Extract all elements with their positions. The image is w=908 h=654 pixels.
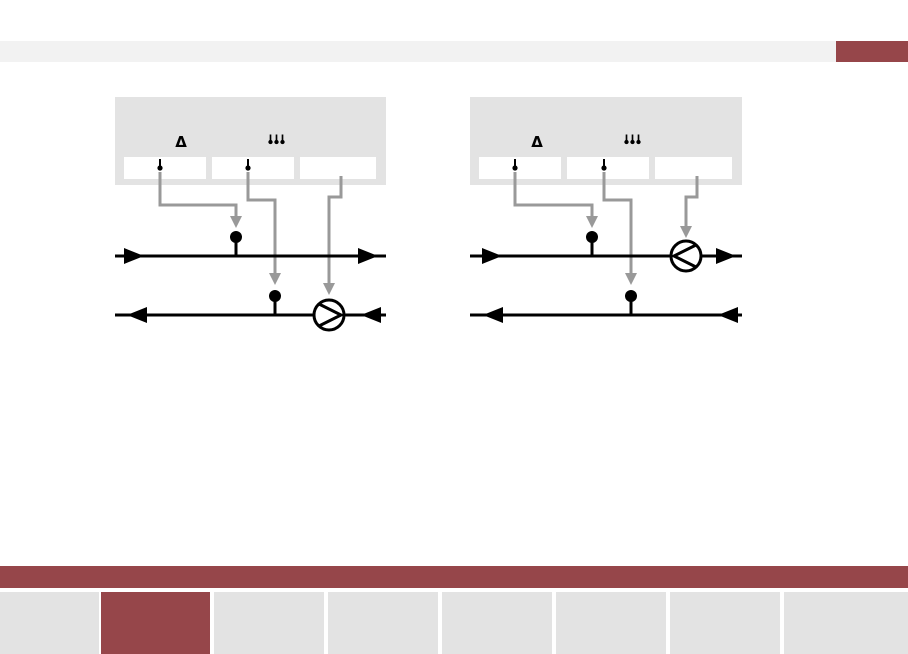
flow-arrow-right-4 <box>718 307 738 323</box>
flow-arrow-left-4 <box>361 307 381 323</box>
return-sensor-right <box>625 290 637 302</box>
pump-icon-left <box>312 298 346 332</box>
signal-arrow-right-1 <box>586 216 598 228</box>
nav-tab-1[interactable] <box>0 592 99 654</box>
controller-slot-1-left <box>124 157 206 179</box>
signal-lines-right <box>513 172 699 276</box>
nav-tab-5[interactable] <box>442 592 552 654</box>
return-sensor-left <box>269 290 281 302</box>
diagram-right: Δ <box>470 97 742 323</box>
supply-sensor-right <box>586 231 598 243</box>
nav-tab-8[interactable] <box>784 592 908 654</box>
hydraulic-diagrams: Δ <box>115 97 742 332</box>
signal-arrow-left-1 <box>230 216 242 228</box>
signal-arrow-left-2 <box>269 273 281 285</box>
signal-arrow-left-3 <box>323 283 335 295</box>
nav-tab-3[interactable] <box>214 592 324 654</box>
signal-arrow-right-2 <box>625 273 637 285</box>
nav-tab-2-active[interactable] <box>101 592 210 654</box>
nav-tab-7[interactable] <box>670 592 780 654</box>
flow-arrow-left-1 <box>124 248 144 264</box>
flow-arrow-right-1 <box>482 248 502 264</box>
flow-arrow-left-2 <box>358 248 378 264</box>
diagram-left: Δ <box>115 97 386 332</box>
nav-tab-6[interactable] <box>556 592 666 654</box>
top-bar <box>0 41 836 62</box>
signal-lines-left <box>158 172 343 286</box>
controller-slot-3-left <box>300 157 376 179</box>
delta-symbol-left: Δ <box>175 133 187 151</box>
bottom-accent-stripe <box>0 566 908 588</box>
signal-arrow-right-3 <box>680 226 692 238</box>
dual-thermometer-icon-left <box>268 134 285 145</box>
pump-icon-right <box>669 239 703 273</box>
flow-arrow-right-2 <box>716 248 736 264</box>
controller-slot-3-right <box>655 157 732 179</box>
delta-symbol-right: Δ <box>531 133 543 151</box>
controller-slot-2-right <box>567 157 649 179</box>
controller-slot-1-right <box>479 157 561 179</box>
dual-thermometer-icon-right <box>624 134 641 145</box>
flow-arrow-right-3 <box>483 307 503 323</box>
supply-sensor-left <box>230 231 242 243</box>
flow-arrow-left-3 <box>127 307 147 323</box>
controller-slot-2-left <box>212 157 294 179</box>
nav-tab-4[interactable] <box>328 592 438 654</box>
top-accent-block <box>836 41 908 62</box>
